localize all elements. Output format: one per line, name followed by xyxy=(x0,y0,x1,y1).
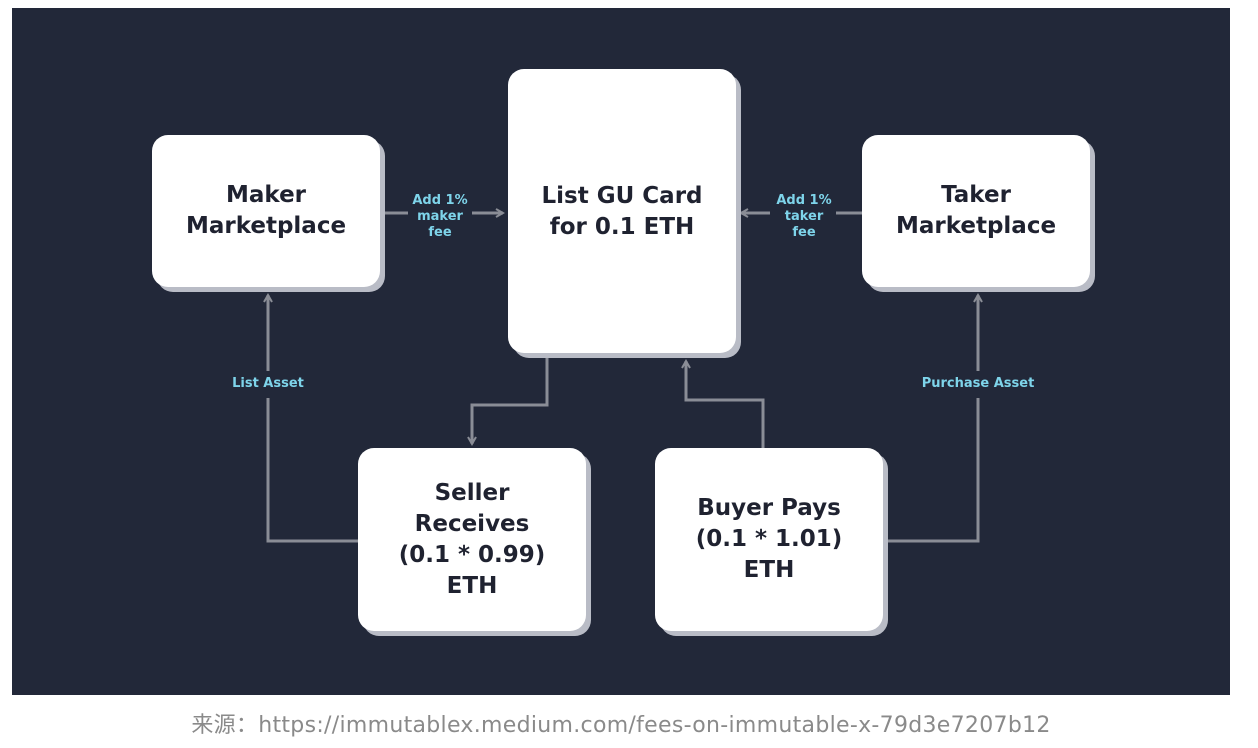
seller-node-line-2: Receives xyxy=(414,510,530,537)
edge-buyer-to-taker xyxy=(884,295,978,543)
taker-fee-line-1: Add 1% xyxy=(776,193,832,208)
buyer-node-line-1: Buyer Pays xyxy=(697,495,841,521)
taker-fee-label: Add 1% taker fee xyxy=(772,193,836,241)
seller-node-line-4: ETH xyxy=(446,572,498,599)
maker-fee-line-1: Add 1% xyxy=(412,193,468,208)
edge-buyer-to-listing xyxy=(686,361,765,448)
buyer-pays-node: Buyer Pays (0.1 * 1.01) ETH xyxy=(655,448,883,631)
maker-fee-line-2: maker xyxy=(417,209,463,224)
maker-node-line-2: Marketplace xyxy=(185,213,347,239)
maker-fee-label: Add 1% maker fee xyxy=(408,193,472,241)
taker-fee-line-3: fee xyxy=(792,225,816,240)
buyer-node-line-2: (0.1 * 1.01) xyxy=(695,526,843,552)
seller-receives-node: Seller Receives (0.1 * 0.99) ETH xyxy=(358,448,586,631)
list-asset-label: List Asset xyxy=(232,376,304,391)
seller-node-line-3: (0.1 * 0.99) xyxy=(398,541,546,568)
taker-marketplace-node: Taker Marketplace xyxy=(862,135,1090,287)
taker-fee-line-2: taker xyxy=(784,209,824,224)
seller-node-line-1: Seller xyxy=(434,479,510,506)
list-card-line-1: List GU Card xyxy=(541,183,703,209)
maker-node-line-1: Maker xyxy=(225,182,307,208)
buyer-node-line-3: ETH xyxy=(743,557,795,583)
maker-marketplace-node: Maker Marketplace xyxy=(152,135,380,287)
edge-listing-to-seller xyxy=(472,356,549,444)
source-caption: 来源：https://immutablex.medium.com/fees-on… xyxy=(191,713,1051,738)
taker-node-line-1: Taker xyxy=(941,182,1011,208)
purchase-asset-label: Purchase Asset xyxy=(921,376,1035,391)
maker-fee-line-3: fee xyxy=(428,225,452,240)
edge-seller-to-maker xyxy=(268,295,358,543)
list-gu-card-node: List GU Card for 0.1 ETH xyxy=(508,69,736,353)
list-card-line-2: for 0.1 ETH xyxy=(549,214,695,240)
taker-node-line-2: Marketplace xyxy=(895,213,1057,239)
